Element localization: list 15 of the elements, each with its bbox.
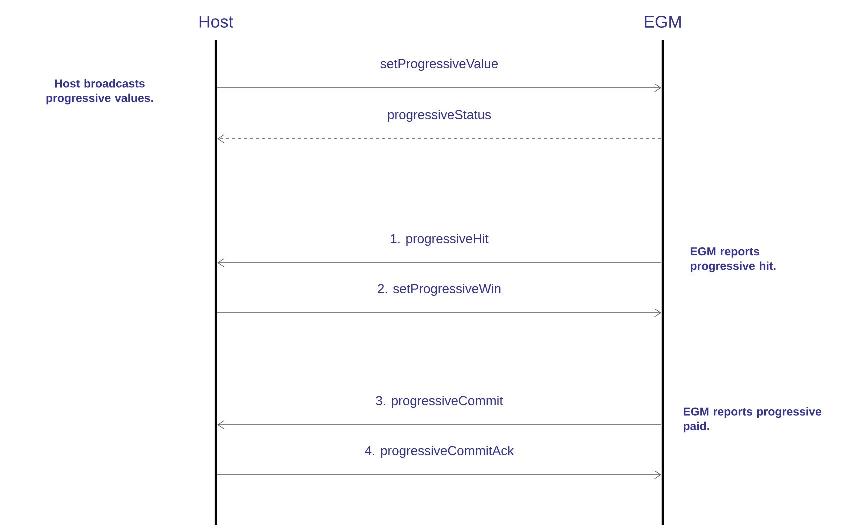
message-arrow (218, 134, 662, 144)
message-label: progressiveStatus (388, 110, 492, 122)
message-arrow (218, 258, 662, 268)
message-arrow (217, 84, 662, 92)
lifeline: EGM (645, 16, 681, 525)
message-arrow (217, 470, 662, 480)
message-label: 1. progressiveHit (391, 234, 489, 246)
message-label: 2. setProgressiveWin (378, 284, 501, 296)
message-label: 3. progressiveCommit (376, 396, 504, 408)
message-arrow (217, 308, 662, 318)
message-label: setProgressiveValue (380, 58, 498, 72)
lifeline: Host (200, 16, 234, 525)
message-label: 4. progressiveCommitAck (365, 446, 514, 458)
message-arrow (218, 420, 662, 430)
note-text: Host broadcasts progressive values. (46, 79, 154, 105)
